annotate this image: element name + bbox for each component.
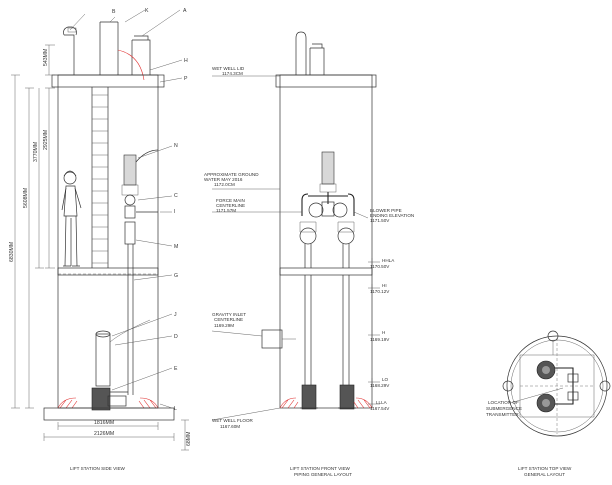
top-vent-left bbox=[502, 380, 514, 392]
ladder-extension bbox=[99, 21, 119, 75]
front-pumps bbox=[300, 384, 356, 410]
front-mid-platform bbox=[279, 267, 373, 276]
front-view-caption: LIFT STATION FRONT VIEW bbox=[290, 466, 351, 471]
top-label-3: TRANSMITTER bbox=[486, 412, 519, 417]
label-floor: WET WELL FLOOR bbox=[212, 418, 254, 423]
callout-G: G bbox=[174, 273, 178, 279]
callout-D: D bbox=[174, 334, 178, 340]
top-pumps bbox=[536, 360, 579, 413]
front-leaders bbox=[211, 75, 380, 421]
top-view-caption: LIFT STATION TOP VIEW bbox=[518, 466, 572, 471]
dim-3770: 3770MM bbox=[33, 142, 39, 162]
label-ground-elev: 1172.0CM bbox=[214, 182, 235, 187]
vent-left bbox=[63, 26, 77, 75]
callout-C: C bbox=[174, 193, 178, 199]
label-lo: LO bbox=[382, 377, 389, 382]
callout-K: K bbox=[145, 8, 149, 14]
label-gravity-elev: 1169.29M bbox=[214, 323, 234, 328]
gravity-inlet-box bbox=[261, 329, 283, 349]
callout-J: J bbox=[174, 312, 177, 318]
dim-543: 543MM bbox=[43, 49, 49, 66]
label-llla-elev: 1167.54V bbox=[370, 406, 390, 411]
callout-M: M bbox=[174, 244, 178, 250]
dim-5608: 5608MM bbox=[23, 188, 29, 208]
side-callouts: A B K H P N C I M G J D E L bbox=[112, 8, 188, 412]
person-figure bbox=[61, 170, 82, 267]
side-base-slab bbox=[43, 407, 175, 421]
side-floor-hatching bbox=[57, 397, 159, 409]
label-llla: LLLA bbox=[376, 400, 388, 405]
callout-A: A bbox=[183, 8, 187, 14]
label-gravity2: CENTERLINE bbox=[214, 317, 243, 322]
label-blower2: ENDING ELEVATION bbox=[370, 213, 414, 218]
label-h: H bbox=[382, 330, 385, 335]
callout-B: B bbox=[112, 9, 116, 15]
callout-I: I bbox=[174, 209, 175, 215]
label-lid-elev: 1174.3CM bbox=[222, 71, 243, 76]
label-ground: APPROXIMATE GROUND bbox=[204, 172, 259, 177]
label-ground2: WATER MAY 2016 bbox=[204, 177, 243, 182]
label-blower-elev: 1171.50V bbox=[370, 218, 390, 223]
side-view-caption: LIFT STATION SIDE VIEW bbox=[70, 466, 126, 471]
label-force-main-elev: 1171.57M bbox=[216, 208, 236, 213]
dim-68: 68MM bbox=[186, 432, 192, 446]
label-force-main2: CENTERLINE bbox=[216, 203, 245, 208]
label-lo-elev: 1168.29V bbox=[370, 383, 390, 388]
label-hhla: HHLA bbox=[382, 258, 395, 263]
dim-2925: 2925MM bbox=[43, 130, 49, 150]
callout-E: E bbox=[174, 366, 178, 372]
callout-L: L bbox=[174, 406, 177, 412]
callout-H: H bbox=[184, 58, 188, 64]
front-view-caption-2: PIPING GENERAL LAYOUT bbox=[294, 472, 352, 477]
callout-P: P bbox=[184, 76, 188, 82]
side-piping bbox=[121, 149, 159, 395]
label-hi: HI bbox=[382, 283, 387, 288]
label-gravity: GRAVITY INLET bbox=[212, 312, 246, 317]
vent-right bbox=[131, 35, 151, 75]
dim-6830: 6830MM bbox=[9, 242, 15, 262]
label-force-main: FORCE MAIN bbox=[216, 198, 245, 203]
side-view: A B K H P N C I M G J D E L 543MM 2925MM… bbox=[9, 8, 192, 471]
side-dimension-lines bbox=[11, 44, 189, 451]
front-view: WET WELL LID 1174.3CM APPROXIMATE GROUND… bbox=[204, 31, 414, 477]
label-floor-elev: 1167.60M bbox=[220, 424, 240, 429]
front-labels: WET WELL LID 1174.3CM APPROXIMATE GROUND… bbox=[204, 66, 414, 429]
top-vent-right bbox=[599, 380, 611, 392]
front-tank-body bbox=[279, 74, 373, 409]
side-pump bbox=[91, 319, 151, 411]
front-piping bbox=[299, 151, 355, 385]
hatch-swing-arc bbox=[117, 49, 145, 81]
dim-1816: 1816MM bbox=[94, 420, 114, 426]
top-view-caption-2: GENERAL LAYOUT bbox=[524, 472, 565, 477]
top-outer-circle bbox=[506, 335, 608, 437]
callout-N: N bbox=[174, 143, 178, 149]
label-hi-elev: 1170.12V bbox=[370, 289, 390, 294]
dim-2126: 2126MM bbox=[94, 431, 114, 437]
label-lid: WET WELL LID bbox=[212, 66, 245, 71]
front-vent-right bbox=[309, 43, 325, 75]
top-label-2: SUBMERGENCE bbox=[486, 406, 522, 411]
front-vent-left bbox=[295, 31, 307, 75]
side-leader-lines bbox=[69, 9, 183, 409]
top-view: LOCATION OF SUBMERGENCE TRANSMITTER LIFT… bbox=[486, 330, 611, 477]
label-blower: BLOWER PIPE bbox=[370, 208, 402, 213]
side-tank-lid bbox=[51, 74, 165, 88]
ladder bbox=[91, 87, 109, 268]
front-floor-hatching bbox=[279, 397, 373, 409]
top-label-1: LOCATION OF bbox=[488, 400, 519, 405]
front-tank-lid bbox=[275, 74, 377, 88]
label-hhla-elev: 1170.50V bbox=[370, 264, 390, 269]
label-h-elev: 1169.19V bbox=[370, 337, 390, 342]
